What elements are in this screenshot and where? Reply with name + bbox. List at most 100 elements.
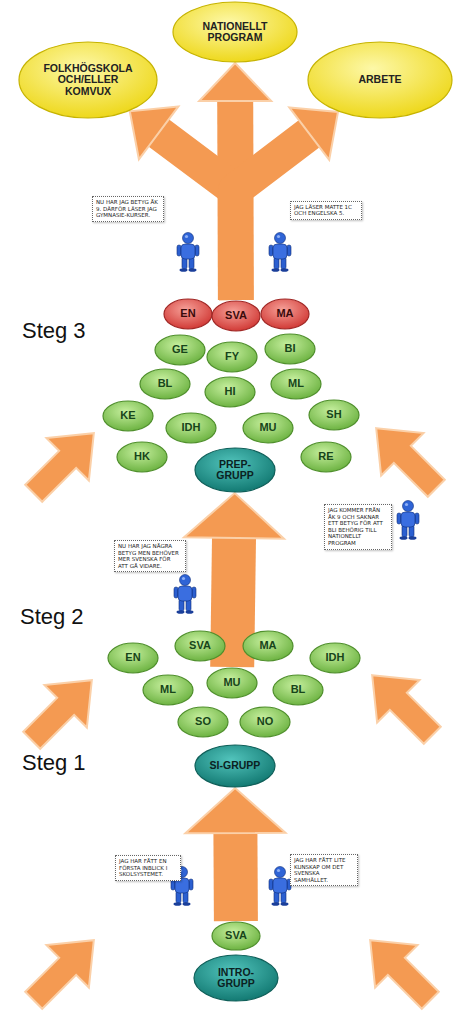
node-label: ARBETE	[358, 74, 401, 85]
ellipse-shape	[175, 631, 225, 661]
speech-text: NU HAR JAG NÅGRA BETYG MEN BEHÖVER MER S…	[118, 543, 182, 569]
subject-ellipse: SVA	[211, 921, 261, 951]
side-arrow	[13, 919, 116, 1022]
subject-ellipse: RE	[300, 441, 352, 473]
ellipse-shape	[155, 335, 205, 365]
node-label: SH	[326, 409, 341, 421]
node-label: NATIONELLT PROGRAM	[194, 21, 277, 43]
ellipse-shape	[240, 707, 290, 737]
ellipse-shape	[164, 299, 212, 329]
student-figure	[177, 233, 199, 272]
node-label: IDH	[326, 652, 345, 664]
subject-ellipse: SH	[308, 399, 360, 431]
subject-ellipse: ML	[270, 368, 322, 400]
ellipse-shape	[178, 707, 228, 737]
node-label: MA	[259, 640, 276, 652]
ellipse-shape	[195, 745, 275, 787]
side-arrow	[355, 407, 458, 510]
flow-arrow	[185, 788, 285, 921]
node-label: SVA	[225, 930, 247, 942]
ellipse-shape	[309, 400, 359, 430]
node-label: PREP-GRUPP	[207, 459, 264, 481]
side-arrow	[11, 659, 114, 762]
student-figure	[269, 233, 291, 272]
stage-label: Steg 2	[20, 604, 84, 630]
arrow-head	[199, 63, 271, 101]
node-label: SVA	[225, 310, 247, 322]
node-label: BL	[158, 378, 173, 390]
subject-ellipse: EN	[107, 642, 159, 674]
ellipse-shape	[207, 342, 257, 372]
node-label: ML	[160, 684, 176, 696]
speech-text: JAG KOMMER FRÅN ÅK 9 OCH SAKNAR ETT BETY…	[328, 507, 388, 547]
speech-bubble: JAG KOMMER FRÅN ÅK 9 OCH SAKNAR ETT BETY…	[324, 504, 392, 550]
arrow-head	[185, 788, 285, 833]
subject-ellipse: MU	[206, 667, 258, 699]
node-label: EN	[125, 652, 140, 664]
node-label: RE	[318, 451, 333, 463]
node-label: KE	[120, 410, 135, 422]
ellipse-shape	[195, 448, 275, 492]
side-arrow	[13, 412, 116, 515]
speech-text: JAG HAR FÅTT EN FÖRSTA INBLICK I SKOLSYS…	[119, 858, 177, 878]
ellipse-shape	[108, 643, 158, 673]
node-label: INTRO-GRUPP	[206, 967, 266, 989]
subject-ellipse: ML	[142, 674, 194, 706]
subject-ellipse: IDH	[309, 642, 361, 674]
ellipse-shape	[308, 42, 452, 118]
subject-ellipse: SVA	[174, 630, 226, 662]
arrow-shaft	[232, 538, 234, 667]
arrow-head	[289, 107, 338, 159]
core-subject-ellipse: SVA	[211, 300, 261, 332]
student-figure	[174, 575, 196, 614]
arrow-shaft	[213, 833, 258, 921]
ellipse-shape	[140, 369, 190, 399]
subject-ellipse: KE	[102, 400, 154, 432]
ellipse-shape	[103, 401, 153, 431]
ellipse-shape	[166, 413, 216, 443]
subject-ellipse: BL	[139, 368, 191, 400]
core-subject-ellipse: EN	[163, 298, 213, 330]
node-label: SI-GRUPP	[210, 760, 261, 771]
subject-ellipse: HK	[116, 441, 168, 473]
node-label: EN	[180, 308, 195, 320]
ellipse-shape	[310, 643, 360, 673]
ellipse-shape	[301, 442, 351, 472]
node-label: BI	[285, 343, 296, 355]
ellipse-shape	[212, 922, 260, 950]
node-label: ML	[288, 378, 304, 390]
speech-bubble: JAG HAR FÅTT EN FÖRSTA INBLICK I SKOLSYS…	[115, 855, 181, 881]
ellipse-shape	[207, 668, 257, 698]
node-label: BL	[291, 684, 306, 696]
flow-arrow	[184, 493, 284, 667]
subject-ellipse: BI	[264, 333, 316, 365]
student-figure	[269, 867, 291, 906]
ellipse-shape	[243, 413, 293, 443]
ellipse-shape	[117, 442, 167, 472]
speech-text: NU HAR JAG BETYG ÅK 9. DÄRFÖR LÄSER JAG …	[96, 199, 160, 219]
ellipse-shape	[271, 369, 321, 399]
subject-ellipse: FY	[206, 341, 258, 373]
group-ellipse: PREP-GRUPP	[194, 447, 276, 493]
speech-text: JAG LÄSER MATTE 1C OCH ENGELSKA 5.	[294, 204, 358, 217]
speech-text: JAG HAR FÅTT LITE KUNSKAP OM DET SVENSKA…	[294, 857, 354, 883]
arrow-head	[130, 106, 179, 159]
group-ellipse: INTRO-GRUPP	[193, 954, 279, 1002]
subject-ellipse: IDH	[165, 412, 217, 444]
node-label: HI	[225, 386, 236, 398]
ellipse-shape	[212, 301, 260, 331]
node-label: MU	[259, 422, 276, 434]
node-label: GE	[172, 344, 188, 356]
side-arrow	[351, 654, 454, 757]
ellipse-shape	[205, 377, 255, 407]
node-label: FY	[225, 351, 239, 363]
node-label: MU	[223, 677, 240, 689]
node-label: NO	[257, 716, 274, 728]
ellipse-shape	[194, 955, 278, 1001]
subject-ellipse: GE	[154, 334, 206, 366]
subject-ellipse: MU	[242, 412, 294, 444]
node-label: SO	[195, 716, 211, 728]
destination-ellipse: NATIONELLT PROGRAM	[172, 1, 298, 63]
ellipse-shape	[273, 675, 323, 705]
